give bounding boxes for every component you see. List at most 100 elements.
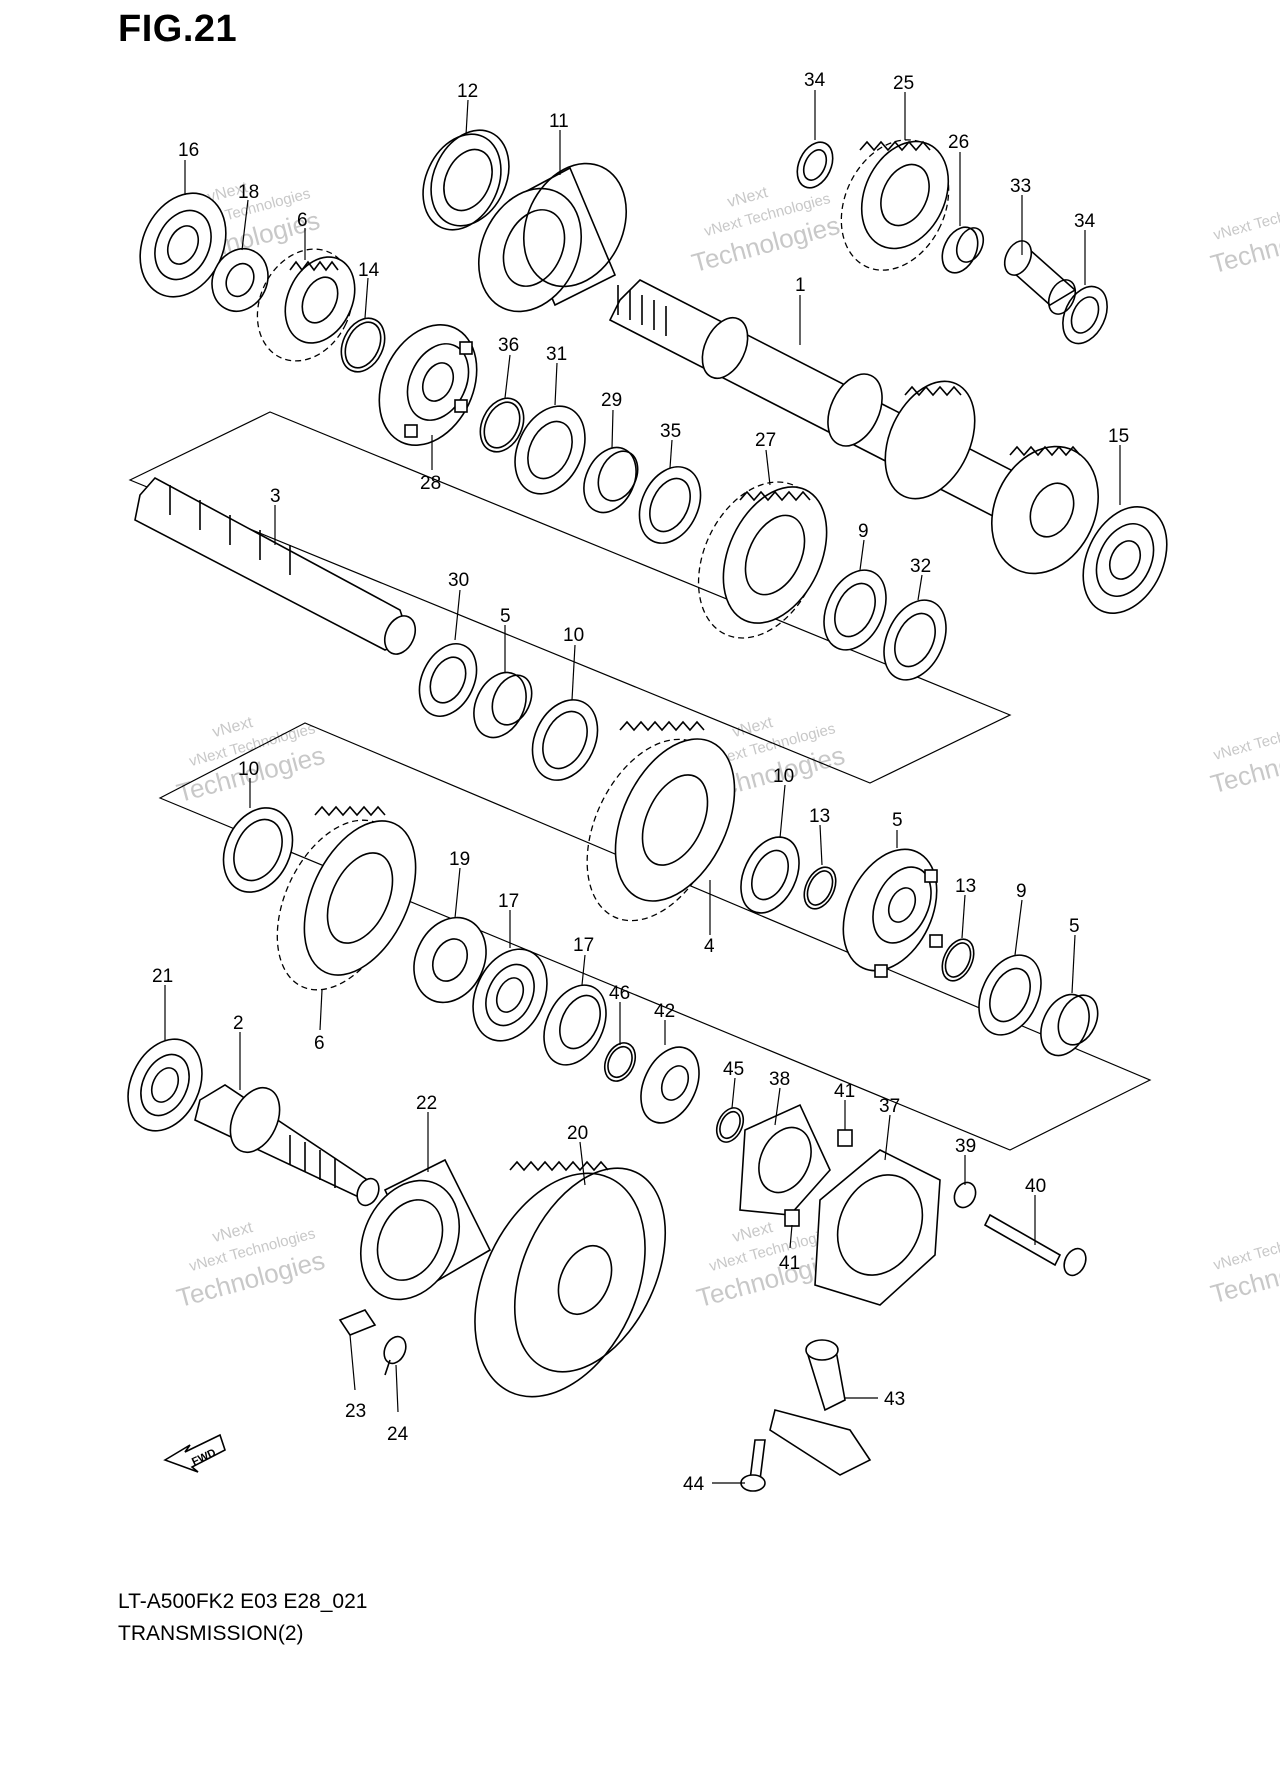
part-7-shift-dog (842, 848, 943, 978)
part-11-bearing (477, 162, 628, 313)
callout-14: 14 (358, 260, 380, 281)
callout-41-bottom: 41 (779, 1253, 800, 1274)
part-27-gear (697, 481, 828, 639)
part-30-washer (418, 643, 478, 717)
part-26-bushing (941, 226, 985, 274)
callout-31: 31 (546, 344, 567, 365)
callout-5-bottom: 5 (1069, 916, 1080, 937)
callout-18: 18 (238, 182, 259, 203)
part-22-bearing (359, 1158, 492, 1301)
callout-19: 19 (449, 849, 470, 870)
countershaft-group-frame (128, 411, 1012, 784)
callout-33: 33 (1010, 176, 1031, 197)
part-5-bushing-top (473, 671, 533, 739)
callout-3: 3 (270, 486, 281, 507)
fwd-arrow-icon: FWD (163, 1433, 226, 1473)
watermark-8: vNext Technologies Technologies (1207, 714, 1280, 799)
callout-27: 27 (755, 430, 776, 451)
part-32-washer (883, 599, 947, 681)
part-29-bushing (583, 446, 639, 514)
callout-34-right: 34 (1074, 211, 1096, 232)
part-25-gear (840, 139, 950, 271)
callout-9-top: 9 (858, 521, 869, 542)
part-24-screw (383, 1335, 407, 1376)
watermark-7: vNext Technologies Technologies (1207, 194, 1280, 279)
callout-16-mid: 17 (498, 891, 519, 912)
part-37-cover (814, 1149, 941, 1306)
watermark-3: vNext vNext Technologies Technologies (173, 714, 327, 808)
callout-30: 30 (448, 570, 469, 591)
part-10-washer-mid (740, 836, 800, 914)
part-10-needle-bearing-left (222, 807, 294, 893)
part-46-circlip (603, 1042, 637, 1082)
callout-10-left: 10 (238, 759, 259, 780)
callout-34-left: 34 (804, 70, 826, 91)
part-35-needle-bearing (638, 466, 702, 544)
callout-39: 39 (955, 1136, 976, 1157)
callout-4: 4 (704, 936, 715, 957)
part-38-gasket (739, 1103, 831, 1216)
callout-16-top: 16 (178, 140, 199, 161)
model-code: LT-A500FK2 E03 E28_021 (118, 1590, 368, 1613)
part-42-coupling (640, 1046, 700, 1124)
part-2-output-shaft (194, 1084, 380, 1207)
watermark-9: vNext Technologies Technologies (1207, 1224, 1280, 1309)
callout-37: 37 (879, 1096, 900, 1117)
part-15-bearing (1082, 505, 1168, 615)
callout-13-left: 13 (809, 806, 830, 827)
part-36-circlip (479, 397, 525, 453)
callout-20: 20 (567, 1123, 588, 1144)
part-17-oil-seal (543, 984, 607, 1066)
part-9-washer-bottom (978, 954, 1042, 1036)
figure-title: FIG.21 (118, 8, 238, 50)
callout-13-right: 13 (955, 876, 976, 897)
callout-44: 44 (683, 1474, 705, 1495)
part-31-washer (514, 405, 586, 495)
callout-15: 15 (1108, 426, 1129, 447)
part-16-bearing-mid (472, 948, 548, 1042)
watermark-5: vNext vNext Technologies Technologies (173, 1219, 327, 1313)
callout-35: 35 (660, 421, 681, 442)
part-1-shaft-gears (884, 380, 1100, 575)
callout-5-top: 5 (500, 606, 511, 627)
callout-42: 42 (654, 1001, 675, 1022)
callout-43: 43 (884, 1389, 905, 1410)
part-23-lock-plate (338, 1309, 377, 1336)
callout-1: 1 (795, 275, 806, 296)
part-18-washer (211, 248, 269, 312)
callout-17: 17 (573, 935, 594, 956)
part-10-needle-bearing-top (531, 699, 599, 781)
callout-32: 32 (910, 556, 931, 577)
part-20-gear (474, 1160, 667, 1398)
callout-36: 36 (498, 335, 519, 356)
part-6-gear (276, 805, 417, 991)
callout-12: 12 (457, 81, 478, 102)
callout-38: 38 (769, 1069, 790, 1090)
part-44-bolt (740, 1439, 766, 1492)
callout-25: 25 (893, 73, 914, 94)
part-12-oil-seal (422, 129, 510, 231)
callout-2: 2 (233, 1013, 244, 1034)
part-43-speed-sensor (769, 1339, 872, 1476)
callout-labels: 16 18 6 14 12 11 34 25 26 33 34 1 15 36 … (152, 70, 1129, 1495)
part-4-gear (586, 720, 736, 922)
part-39-washer (953, 1181, 977, 1209)
callout-9-bottom: 9 (1016, 881, 1027, 902)
callout-26: 26 (948, 132, 969, 153)
part-19-washer (413, 916, 487, 1004)
callout-7: 5 (892, 810, 903, 831)
driveshaft-group-frame (158, 722, 1152, 1151)
callout-10-mid: 10 (773, 766, 794, 787)
callout-45: 45 (723, 1059, 744, 1080)
part-8-gear (256, 248, 356, 362)
callout-40: 40 (1025, 1176, 1046, 1197)
part-9-washer-top (823, 569, 887, 651)
part-3-countershaft (134, 476, 417, 655)
part-34-washer-left (796, 141, 834, 189)
part-14-circlip (340, 317, 386, 373)
leader-lines (164, 90, 1121, 1484)
part-13-circlip-right (941, 938, 975, 982)
callout-28: 28 (420, 473, 441, 494)
callout-21: 21 (152, 966, 173, 987)
